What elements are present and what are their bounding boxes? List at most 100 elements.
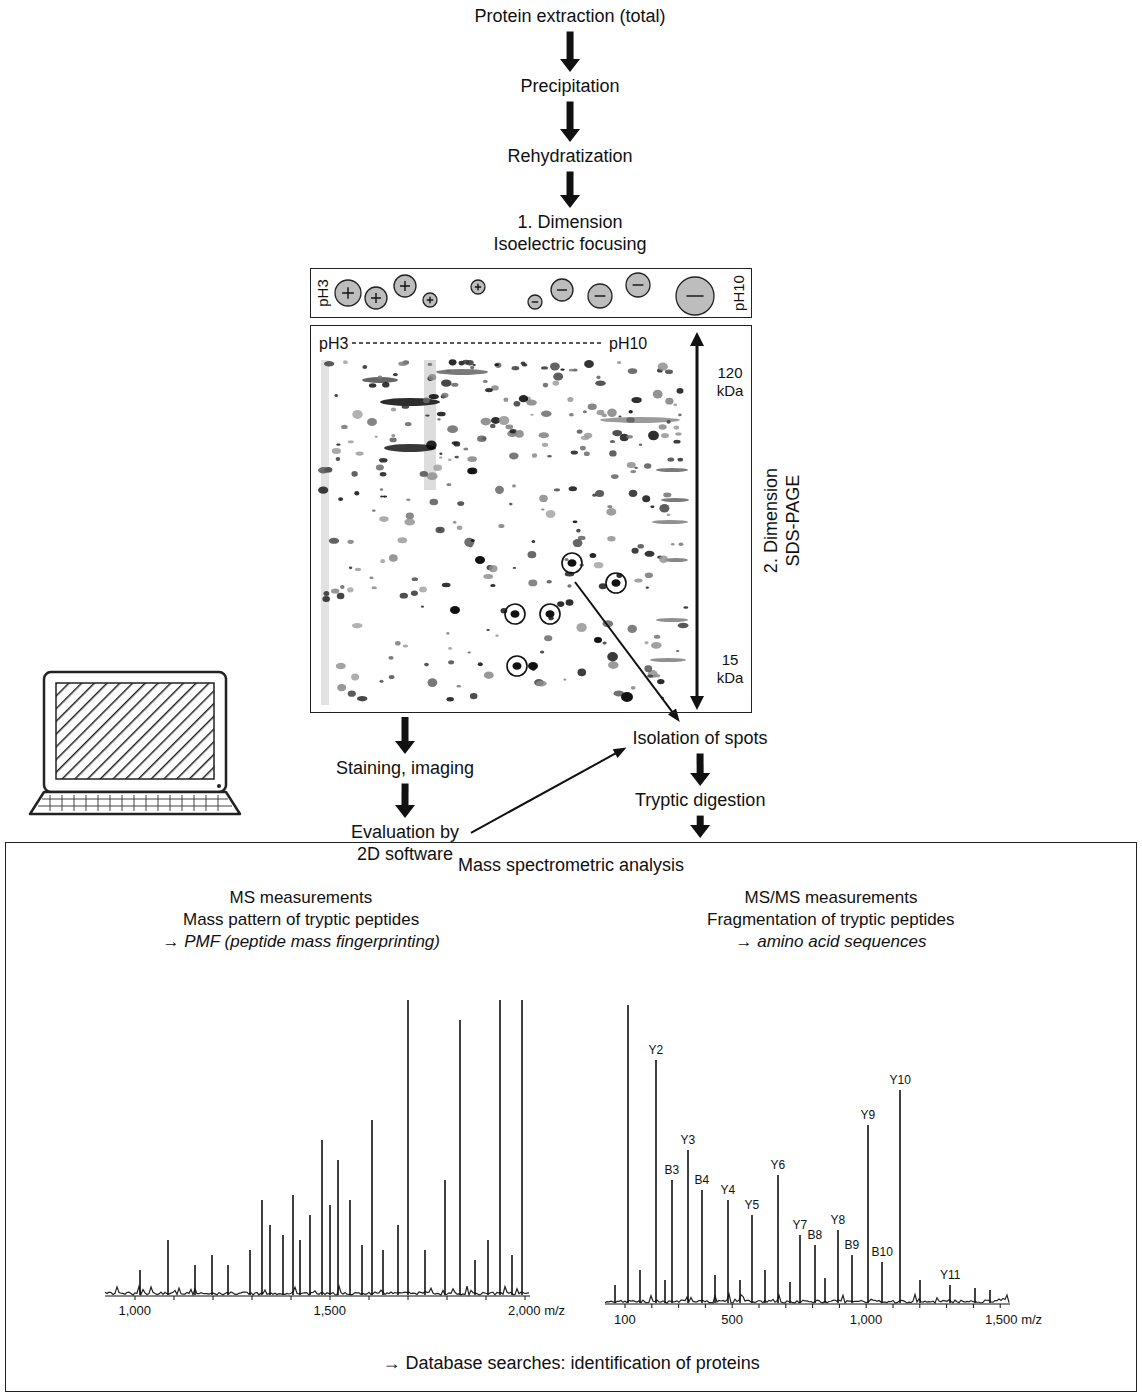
gel-spot bbox=[429, 394, 439, 399]
gel-spot bbox=[554, 488, 560, 491]
box-text: → PMF (peptide mass fingerprinting) bbox=[163, 932, 440, 952]
charge-sign bbox=[371, 293, 381, 303]
gel-spot bbox=[573, 539, 583, 547]
axis-tick bbox=[919, 1304, 920, 1308]
selected-spot-ring bbox=[562, 553, 582, 573]
gel-spot bbox=[553, 373, 563, 381]
axis-tick bbox=[705, 1304, 706, 1308]
gel-spot bbox=[406, 498, 410, 501]
gel-spot bbox=[629, 410, 633, 413]
gel-spot bbox=[332, 448, 341, 454]
gel-spot bbox=[647, 675, 653, 678]
gel-spot bbox=[324, 361, 334, 366]
axis-tick bbox=[291, 1296, 292, 1300]
gel-spot bbox=[584, 360, 594, 368]
gel-spot bbox=[673, 440, 680, 444]
gel-spot bbox=[389, 675, 395, 679]
arrow-shaft bbox=[402, 784, 409, 807]
gel-spot bbox=[560, 368, 564, 370]
gel-spot bbox=[651, 642, 662, 649]
gel-spot bbox=[563, 678, 566, 680]
protein-charge-circle bbox=[588, 284, 612, 308]
gel-spot bbox=[642, 495, 650, 502]
gel-spot bbox=[439, 457, 442, 459]
axis-tick bbox=[893, 1304, 894, 1308]
gel-spot bbox=[608, 661, 619, 669]
gel-spot bbox=[467, 456, 477, 462]
gel-spot bbox=[606, 508, 616, 516]
step-label: Tryptic digestion bbox=[635, 790, 765, 812]
msms-spectrum bbox=[605, 1005, 1010, 1308]
gel-spot bbox=[621, 692, 633, 702]
gel-spot bbox=[513, 567, 517, 569]
arrow-head bbox=[560, 59, 580, 72]
gel-spot bbox=[383, 496, 387, 498]
process-step: Evaluation by 2D software bbox=[345, 822, 465, 865]
gel-spot bbox=[329, 538, 339, 544]
charge-sign bbox=[400, 281, 410, 291]
gel-spot bbox=[400, 593, 408, 599]
fragment-ion-label: B8 bbox=[808, 1228, 823, 1242]
gel-spot bbox=[441, 393, 448, 398]
gel-spot bbox=[543, 383, 548, 388]
process-step: Tryptic digestion bbox=[635, 790, 765, 812]
gel-spot bbox=[638, 544, 644, 549]
gel-spot bbox=[324, 591, 330, 596]
gel-smear bbox=[661, 498, 689, 502]
gel-spot bbox=[678, 623, 689, 629]
charge-sign bbox=[427, 297, 433, 303]
fragment-ion-label: Y6 bbox=[771, 1158, 786, 1172]
gel-spot bbox=[452, 441, 458, 445]
gel-smear bbox=[380, 398, 440, 406]
gel-spot bbox=[420, 471, 428, 477]
gel-spot bbox=[595, 490, 604, 497]
gel-spot bbox=[515, 430, 524, 438]
gel-spot bbox=[678, 458, 684, 462]
gel-spot bbox=[347, 540, 353, 544]
gel-smear bbox=[600, 417, 680, 423]
gel-spot bbox=[619, 416, 622, 418]
gel-spot bbox=[506, 425, 514, 430]
flow-arrow bbox=[560, 102, 580, 142]
flow-arrow bbox=[575, 582, 680, 722]
gel-spot bbox=[470, 693, 478, 699]
gel-spot bbox=[419, 587, 427, 593]
mass-range-head bbox=[690, 696, 704, 710]
gel-spot bbox=[390, 438, 397, 443]
gel-spot bbox=[528, 662, 538, 670]
gel-spot bbox=[567, 397, 573, 402]
spectrum-peak bbox=[639, 1270, 641, 1303]
process-step: Isolation of spots bbox=[633, 728, 768, 750]
gel-spot bbox=[542, 443, 548, 447]
gel-spot bbox=[654, 635, 660, 639]
gel-spot bbox=[451, 383, 458, 387]
axis-tick bbox=[651, 1304, 652, 1308]
flow-arrow bbox=[560, 32, 580, 72]
gel-spot bbox=[595, 380, 605, 386]
gel-spot bbox=[355, 568, 361, 571]
gel-spot bbox=[590, 553, 597, 558]
gel-spot bbox=[439, 452, 442, 455]
gel-spot bbox=[380, 488, 383, 491]
gel-spot bbox=[428, 363, 433, 366]
gel-spot bbox=[322, 596, 330, 602]
gel-spot bbox=[404, 519, 415, 526]
gel-spot bbox=[490, 424, 495, 428]
axis-tick bbox=[866, 1304, 867, 1308]
gel-spot bbox=[391, 408, 396, 412]
gel-spot bbox=[481, 418, 491, 426]
spectrum-peak bbox=[687, 1150, 689, 1303]
fragment-ion-label: B10 bbox=[872, 1245, 893, 1259]
step-label: Isolation of spots bbox=[633, 728, 768, 750]
gel-spot bbox=[536, 681, 547, 687]
gel-spot bbox=[665, 369, 673, 374]
gel-spot bbox=[433, 465, 442, 471]
step-label: Evaluation by 2D software bbox=[345, 822, 465, 865]
gel-smear bbox=[652, 520, 688, 524]
gel-spot bbox=[580, 446, 586, 451]
spectrum-peak bbox=[337, 1160, 339, 1295]
axis-tick bbox=[625, 1304, 626, 1308]
gel-spot bbox=[406, 513, 414, 520]
gel-spot bbox=[351, 471, 357, 477]
gel-spot bbox=[659, 555, 668, 563]
